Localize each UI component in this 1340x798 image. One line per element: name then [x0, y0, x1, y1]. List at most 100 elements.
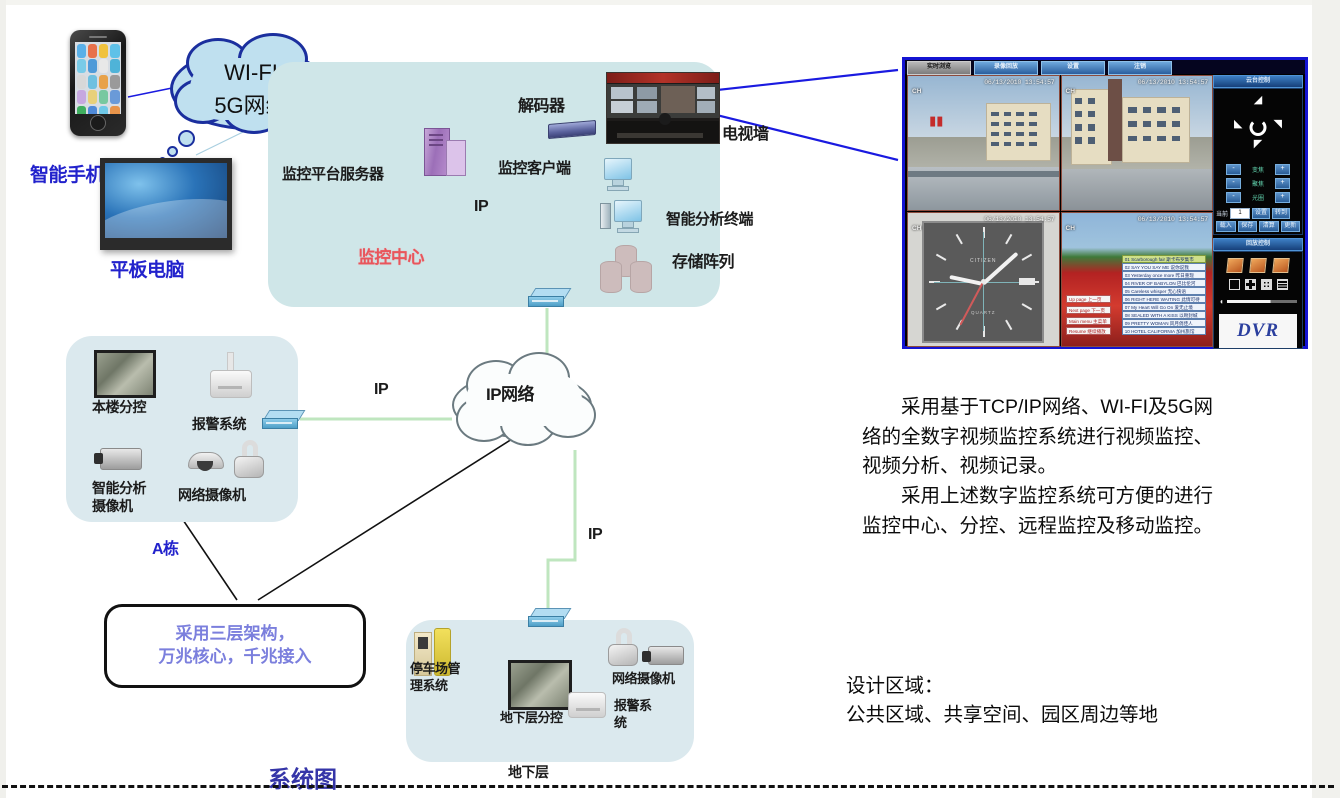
dvr-tab-settings[interactable]: 设置 — [1041, 61, 1105, 75]
ptz-zoom-plus-button[interactable]: + — [1275, 164, 1290, 175]
basement-zone-label: 地下层 — [508, 764, 549, 780]
dvr-camera-cell-1[interactable]: ▮▮ 06/13/2010 13:54:57 CH — [907, 75, 1060, 211]
ip-network-label: IP网络 — [486, 385, 535, 404]
thought-dot-medium — [167, 146, 178, 157]
tablet-label: 平板电脑 — [110, 260, 185, 281]
page-edge-right — [1312, 0, 1340, 798]
archive-icon[interactable] — [1272, 258, 1290, 273]
storage-array-icon — [598, 245, 654, 293]
dvr-cell2-timestamp: 06/13/2010 13:54:57 — [1137, 79, 1209, 86]
ptz-preset-set-button[interactable]: 设置 — [1252, 208, 1271, 219]
ptz-update-button[interactable]: 更新 — [1280, 221, 1300, 232]
dvr-camera-cell-3[interactable]: CITIZEN QUARTZ 06/13/2010 13:54:57 CH — [907, 211, 1060, 347]
dvr-song-10[interactable]: 10 HOTEL CALIFORNIA 加州旅馆 — [1121, 327, 1206, 336]
dvr-song-8[interactable]: 08 SEALED WITH A KISS 以吻封缄 — [1121, 311, 1206, 320]
analysis-terminal-tower-icon — [600, 203, 611, 229]
ptz-zoom-minus-button[interactable]: - — [1226, 164, 1241, 175]
ptz-load-button[interactable]: 载入 — [1216, 221, 1236, 232]
ptz-preset-row: 当前 1 设置 转到 — [1214, 206, 1302, 221]
center-switch-icon — [528, 288, 572, 307]
description-line-4: 采用上述数字监控系统可方便的进行 — [901, 484, 1214, 507]
layout-3x3-button[interactable] — [1260, 279, 1272, 290]
platform-server-label: 监控平台服务器 — [282, 166, 384, 183]
ptz-focus-minus-button[interactable]: - — [1226, 178, 1241, 189]
phone-speaker-icon — [89, 36, 107, 38]
design-area-content: 公共区域、共享空间、园区周边等地 — [846, 704, 1159, 727]
basement-ip-camera-label: 网络摄像机 — [612, 671, 675, 686]
storage-array-label: 存储阵列 — [672, 254, 735, 271]
design-area-title: 设计区域： — [846, 675, 944, 697]
ptz-directional-pad[interactable]: ◢ ◣ ◥ ◤ — [1214, 89, 1302, 161]
dvr-tab-playback[interactable]: 录像回放 — [974, 61, 1038, 75]
callout-line-1: 采用三层架构， — [175, 624, 295, 644]
callout-line-2: 万兆核心，千兆接入 — [158, 647, 312, 666]
record-icon[interactable] — [1249, 258, 1267, 273]
playback-panel-body: ◖ DVR — [1213, 251, 1303, 349]
ptz-iris-label: 光圈 — [1251, 196, 1264, 202]
monitoring-client-label: 监控客户端 — [498, 160, 571, 177]
ptz-iris-minus-button[interactable]: - — [1226, 192, 1241, 203]
ptz-focus-plus-button[interactable]: + — [1275, 178, 1290, 189]
dvr-song-3[interactable]: 03 Yesterday once more 昨日重现 — [1121, 271, 1206, 280]
layout-2x2-button[interactable] — [1244, 279, 1256, 290]
building-a-dome-camera-icon — [188, 452, 224, 474]
dvr-song-7[interactable]: 07 My Heart Will Go On 爱无止境 — [1121, 303, 1206, 312]
ptz-center-ring-icon[interactable] — [1249, 119, 1267, 136]
building-a-switch-icon — [262, 410, 306, 429]
dvr-song-2[interactable]: 02 SAY YOU SAY ME 说你说我 — [1121, 263, 1206, 272]
ptz-preset-goto-button[interactable]: 转到 — [1272, 208, 1291, 219]
building-a-ip-camera-label: 网络摄像机 — [178, 487, 246, 503]
smartphone-device — [70, 30, 126, 136]
ptz-focus-row: - 聚焦 + — [1214, 178, 1302, 189]
dvr-camera-grid: ▮▮ 06/13/2010 13:54:57 CH — [907, 75, 1213, 347]
ptz-save-button[interactable]: 保存 — [1237, 221, 1257, 232]
building-a-ptz-camera-icon — [232, 440, 266, 480]
dvr-nav-up-page[interactable]: Up page 上一页 — [1066, 295, 1112, 304]
volume-slider[interactable] — [1226, 300, 1297, 303]
dvr-nav-resume[interactable]: Resume 继续播放 — [1066, 327, 1112, 336]
dvr-nav-main-menu[interactable]: Main menu 主菜单 — [1066, 316, 1112, 325]
dvr-song-1[interactable]: 01 Scarborough fair 斯卡布罗集市 — [1121, 255, 1206, 264]
ptz-right-icon[interactable]: ◥ — [1273, 118, 1282, 130]
ptz-preset-input[interactable]: 1 — [1230, 208, 1251, 219]
description-line-5: 监控中心、分控、远程监控及移动监控。 — [862, 514, 1214, 537]
ptz-left-icon[interactable]: ◣ — [1234, 118, 1243, 130]
dvr-song-5[interactable]: 05 Careless whisper 无心快语 — [1121, 287, 1206, 296]
dvr-tab-logout[interactable]: 注销 — [1108, 61, 1172, 75]
layout-4x4-button[interactable] — [1276, 279, 1288, 290]
ptz-preset-label: 当前 — [1216, 212, 1229, 218]
analysis-terminal-monitor-icon — [614, 200, 642, 233]
dvr-song-9[interactable]: 09 PRETTY WOMAN 风月俏佳人 — [1121, 319, 1206, 328]
ptz-panel-body: ◢ ◣ ◥ ◤ - 变焦 + - 聚焦 + - 光 — [1213, 88, 1303, 235]
dvr-song-4[interactable]: 04 RIVER OF BABYLON 巴比伦河 — [1121, 279, 1206, 288]
ptz-down-icon[interactable]: ◤ — [1253, 138, 1263, 150]
smartphone-label: 智能手机 — [30, 165, 105, 186]
speaker-icon: ◖ — [1219, 297, 1224, 306]
tablet-screen — [105, 163, 227, 238]
ptz-iris-plus-button[interactable]: + — [1275, 192, 1290, 203]
parking-system-label-2: 理系统 — [410, 678, 448, 693]
decoder-label: 解码器 — [518, 98, 565, 115]
dvr-nav-next-page[interactable]: Next page 下一页 — [1066, 305, 1112, 314]
basement-switch-icon — [528, 608, 572, 627]
dvr-clock-brand2: QUARTZ — [971, 309, 996, 315]
ptz-clear-button[interactable]: 清算 — [1259, 221, 1279, 232]
volume-control[interactable]: ◖ — [1214, 293, 1302, 310]
dvr-song-6[interactable]: 06 RIGHT HERE WAITING 此情可待 — [1121, 295, 1206, 304]
dvr-control-column: 云台控制 ◢ ◣ ◥ ◤ - 变焦 + - 聚焦 + — [1213, 75, 1303, 349]
ptz-zoom-row: - 变焦 + — [1214, 164, 1302, 175]
snapshot-icon[interactable] — [1226, 258, 1244, 273]
dvr-camera-cell-2[interactable]: 06/13/2010 13:54:57 CH — [1060, 75, 1213, 211]
building-a-analysis-camera-label-2: 摄像机 — [92, 498, 133, 514]
ptz-panel-title: 云台控制 — [1213, 75, 1303, 88]
dvr-camera-cell-4[interactable]: 01 Scarborough fair 斯卡布罗集市 02 SAY YOU SA… — [1060, 211, 1213, 347]
parking-system-icon — [414, 628, 456, 676]
building-a-zone-label: A栋 — [152, 541, 179, 558]
layout-1x1-button[interactable] — [1228, 279, 1240, 290]
monitoring-center-ip-label: IP — [474, 198, 489, 215]
ptz-up-icon[interactable]: ◢ — [1253, 94, 1263, 106]
phone-screen — [75, 42, 121, 114]
dvr-cell1-sign: ▮▮ — [929, 113, 944, 129]
dvr-toolbar: 实时浏览 录像回放 设置 注销 — [905, 60, 1305, 75]
dvr-tab-live[interactable]: 实时浏览 — [907, 61, 971, 75]
